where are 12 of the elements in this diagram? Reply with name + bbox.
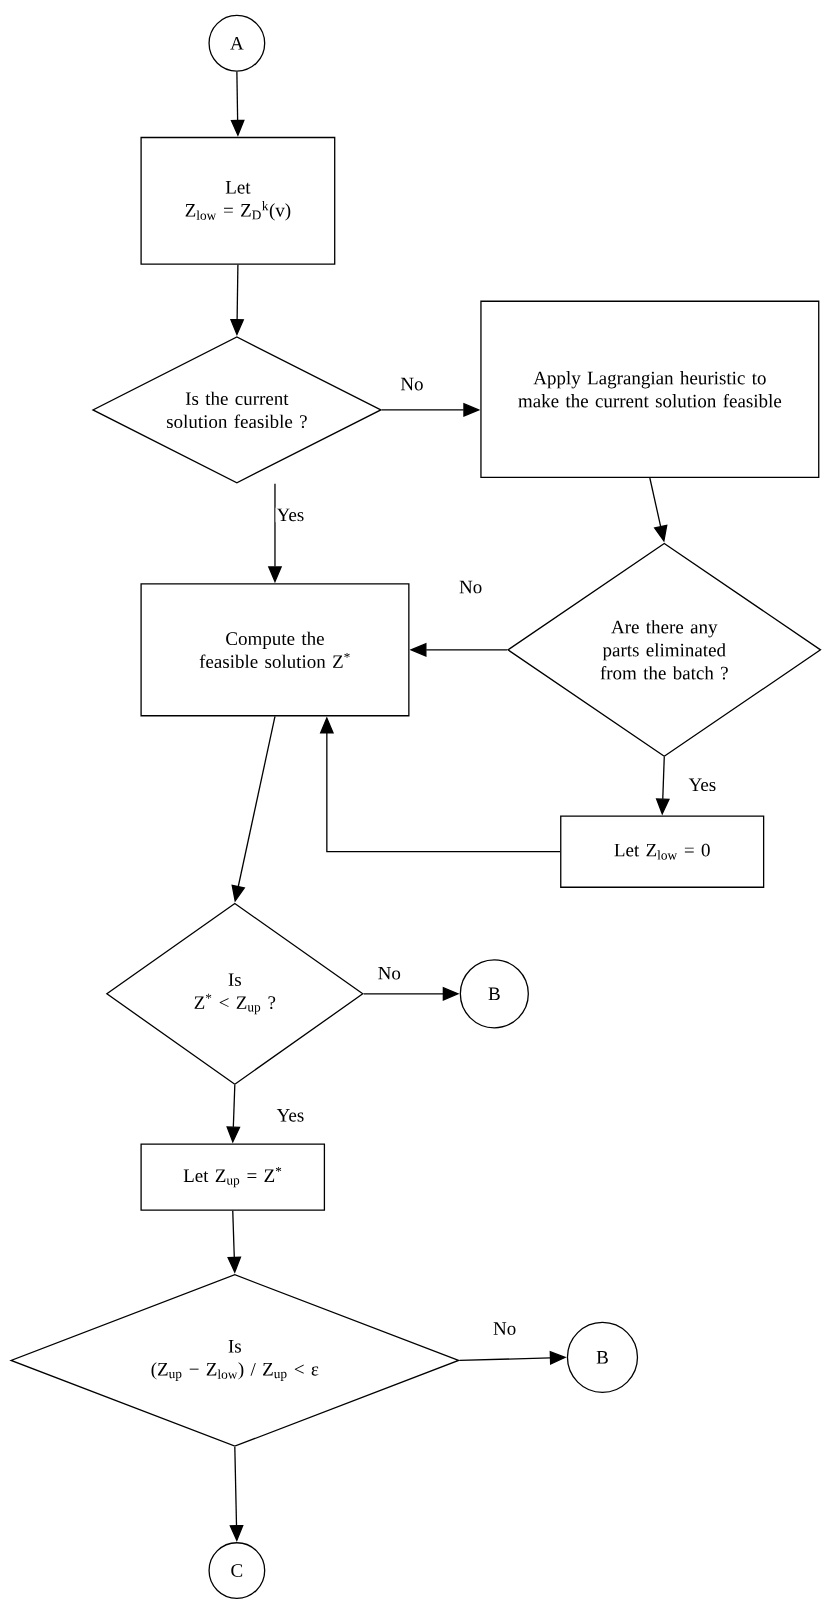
- process-box: Let Z$_{up}$ = Z$^{*}$: [140, 1143, 326, 1211]
- edge-label: No: [458, 579, 484, 595]
- process-box: Apply Lagrangian heuristic to make the current solution feasible: [480, 300, 820, 478]
- edge-label: No: [376, 965, 402, 981]
- edge-label: Yes: [275, 1108, 306, 1123]
- edge-label: Yes: [275, 507, 306, 523]
- process-box: Let Z$_{low}$ = Z$_{D}$$^{k}$(v): [140, 136, 336, 265]
- edge-label: No: [399, 376, 425, 392]
- process-box: Let Z$_{low}$ = 0: [560, 815, 765, 888]
- process-box: Compute the feasible solution Z$^{*}$: [140, 583, 410, 717]
- edge-label: No: [492, 1321, 518, 1336]
- edge-label: Yes: [687, 777, 718, 793]
